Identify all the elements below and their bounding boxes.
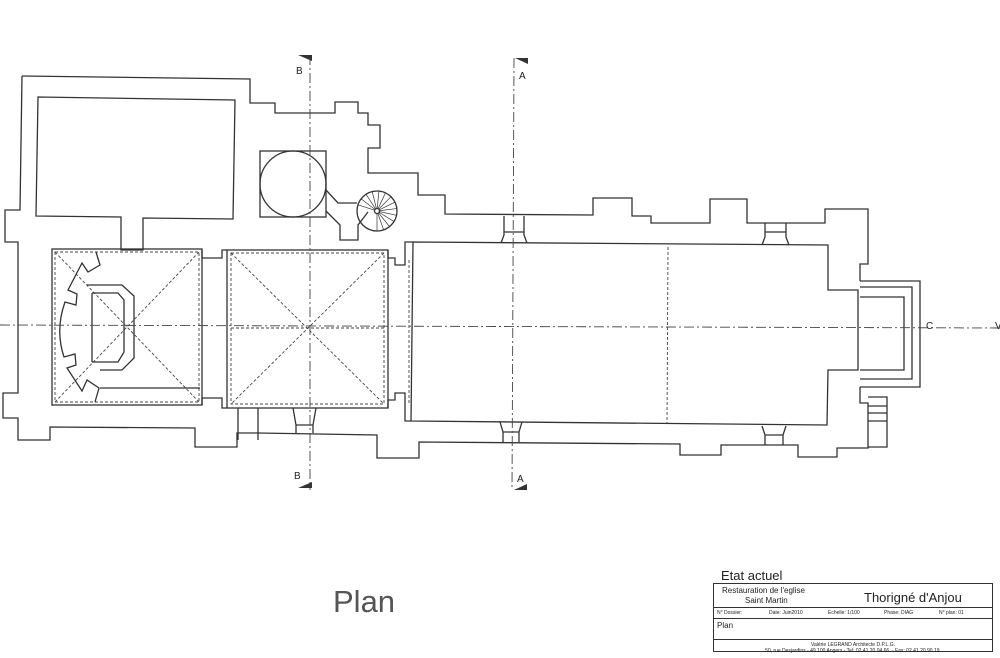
crossing [226, 249, 389, 409]
altar-steps [87, 284, 200, 389]
wall-notch [387, 392, 411, 422]
stair-tread [371, 191, 377, 209]
scale-field: Echelle: 1/100 [828, 610, 860, 616]
bay-division [666, 246, 669, 424]
vault-rib [230, 252, 385, 405]
east-apse-steps [860, 280, 921, 388]
east-stair [868, 396, 888, 448]
section-axis-a [511, 57, 515, 491]
nave-buttress-door [761, 223, 790, 246]
wall-notch [201, 397, 227, 409]
project-line1: Restauration de l'eglise [722, 586, 805, 595]
crossing-vault-outline [230, 252, 385, 405]
wall-notch [387, 241, 413, 266]
stair-tread [379, 208, 397, 212]
nave-buttress-door [761, 425, 787, 445]
altar-apse [59, 251, 101, 403]
title-block: Restauration de l'eglise Saint Martin Th… [713, 583, 993, 654]
section-arrow-b [298, 55, 312, 61]
sacristy-room [35, 96, 236, 251]
town-name: Thorigné d'Anjou [864, 590, 962, 605]
section-arrow-b [298, 482, 312, 488]
phase-field: Phase: DIAG [884, 610, 914, 616]
section-axis-c [0, 324, 1000, 329]
drawing-status: Etat actuel [721, 568, 783, 583]
plan-number-field: N° plan: 01 [939, 610, 964, 616]
project-line2: Saint Martin [745, 596, 788, 605]
tower-circle [259, 150, 327, 218]
stair-passage [325, 210, 369, 241]
architect-name: Valérie LEGRAND Architecte D.P.L.G. [810, 642, 896, 648]
sheet-title: Plan [717, 621, 734, 630]
stair-tread [360, 198, 376, 210]
stair-tread [378, 212, 390, 227]
section-arrow-a [514, 484, 527, 490]
section-label-c: C [926, 321, 933, 332]
section-arrow-a [515, 58, 528, 64]
spiral-stair-core [373, 207, 381, 215]
stair-treads [357, 191, 397, 231]
dossier-field: N° Dossier: [717, 610, 743, 616]
section-label-a: A [517, 474, 524, 485]
plan-title: Plan [333, 584, 396, 619]
stair-tread [379, 211, 397, 216]
outer-wall [21, 75, 869, 281]
section-label-a: A [519, 71, 526, 82]
outer-wall-south [2, 75, 869, 459]
architect-address: 50, rue Desjardins - 49 100 Angers - Tel… [765, 648, 941, 654]
chapel-vault-outline [54, 251, 200, 403]
stair-tread [378, 212, 395, 222]
section-label-edge: V [995, 321, 1000, 332]
stair-tread [379, 201, 396, 211]
stair-tread [377, 213, 384, 230]
section-label-b: B [296, 66, 303, 77]
stair-tread [357, 204, 375, 211]
date-field: Date: Juin2010 [769, 610, 803, 616]
wall-notch [201, 249, 227, 259]
chapel [51, 248, 203, 406]
stair-tread [376, 191, 380, 209]
section-label-b: B [294, 471, 301, 482]
nave-buttress-door [499, 421, 523, 442]
nave-buttress-door [500, 216, 528, 244]
nave [410, 241, 859, 426]
stair-passage [325, 189, 357, 204]
south-door [237, 407, 317, 440]
stair-tread [377, 192, 386, 209]
stair-tread [365, 194, 376, 210]
stair-tread [378, 196, 392, 210]
